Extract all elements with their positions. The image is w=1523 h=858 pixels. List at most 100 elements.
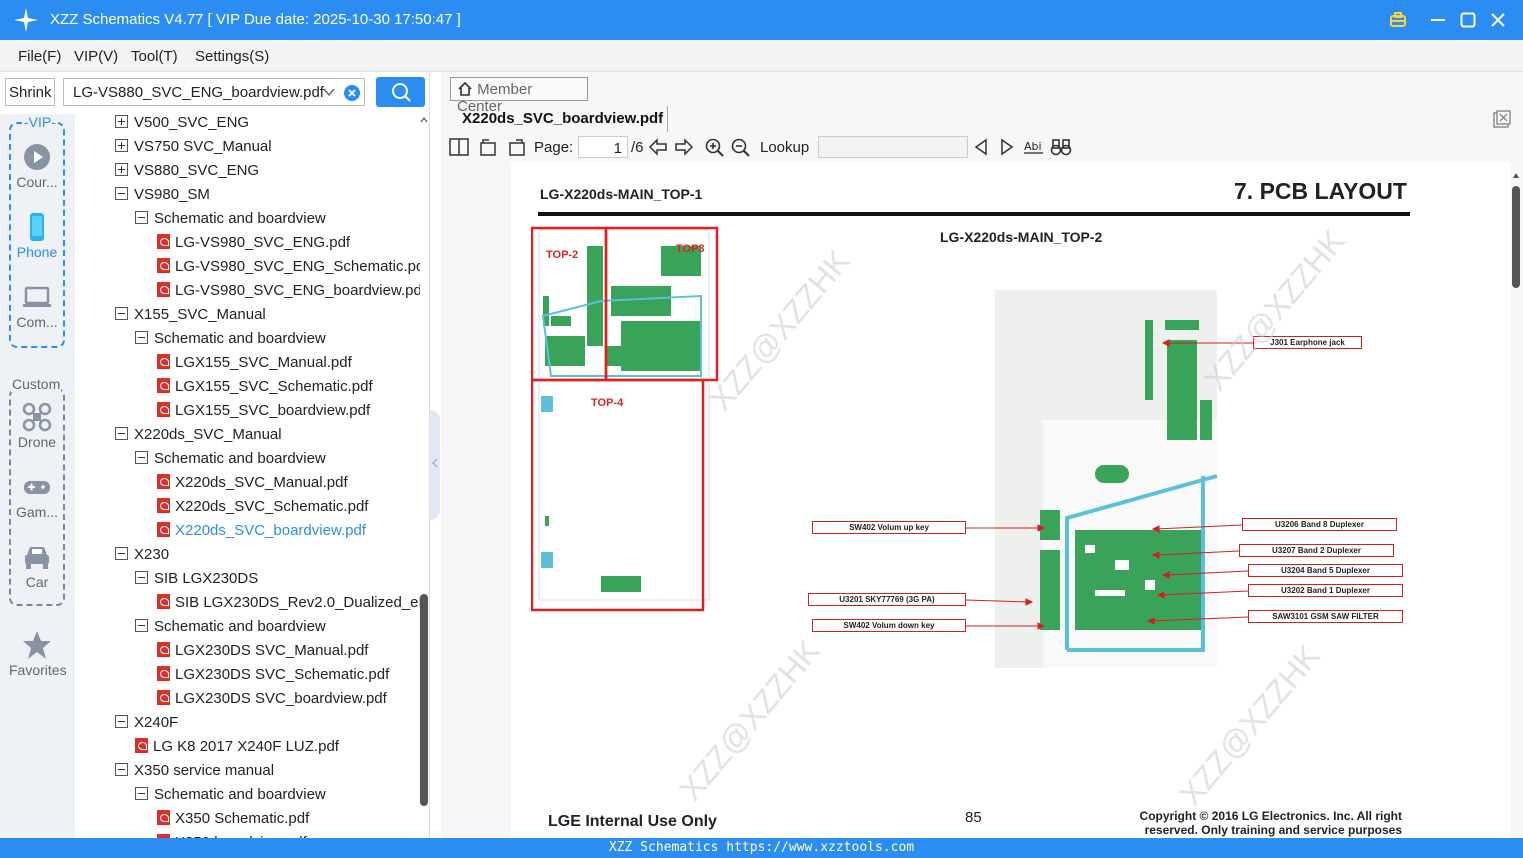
tree-file-item[interactable]: X350 boardview.pdf: [157, 834, 307, 838]
tree-folder-item[interactable]: SIB LGX230DS: [135, 570, 258, 594]
page-input[interactable]: 1: [578, 136, 628, 158]
category-computer[interactable]: Com...: [9, 282, 65, 330]
menu-file[interactable]: File(F): [18, 48, 62, 65]
tree-file-item[interactable]: LG-VS980_SVC_ENG_Schematic.pdf: [157, 258, 420, 282]
gamepad-icon: [24, 481, 50, 494]
collapse-icon[interactable]: [115, 547, 128, 560]
footer-left: LGE Internal Use Only: [548, 813, 717, 830]
tree-file-item[interactable]: LGX230DS SVC_Manual.pdf: [157, 642, 368, 666]
window-title: XZZ Schematics V4.77 [ VIP Due date: 202…: [50, 11, 461, 28]
collapse-icon[interactable]: [115, 427, 128, 440]
callout-leader-lines: [965, 339, 1253, 630]
category-favorites[interactable]: Favorites: [9, 630, 67, 678]
tree-folder-item[interactable]: VS880_SVC_ENG: [115, 162, 259, 186]
binoculars-icon[interactable]: [1050, 138, 1072, 156]
tree-scroll-thumb[interactable]: [420, 594, 428, 806]
find-prev-icon[interactable]: [973, 138, 989, 156]
collapse-icon[interactable]: [115, 307, 128, 320]
collapse-icon[interactable]: [135, 331, 148, 344]
tree-folder-item[interactable]: Schematic and boardview: [135, 450, 326, 474]
close-button[interactable]: [1484, 6, 1512, 34]
clear-icon[interactable]: [344, 85, 360, 101]
tree-file-item[interactable]: LG-VS980_SVC_ENG_boardview.pdf: [157, 282, 420, 306]
zoom-out-icon[interactable]: [731, 138, 751, 158]
tree-folder-item[interactable]: X230: [115, 546, 169, 570]
next-page-icon[interactable]: [674, 138, 694, 156]
tree-file-item[interactable]: LGX230DS SVC_Schematic.pdf: [157, 666, 389, 690]
rotate-left-icon[interactable]: [479, 138, 499, 156]
scroll-up-icon[interactable]: [420, 116, 428, 124]
scroll-up-icon[interactable]: [1512, 172, 1520, 180]
prev-page-icon[interactable]: [648, 138, 668, 156]
tree-file-item[interactable]: LGX230DS SVC_boardview.pdf: [157, 690, 387, 714]
category-label: Phone: [16, 244, 58, 260]
file-search-combo[interactable]: LG-VS880_SVC_ENG_boardview.pdf: [63, 78, 365, 106]
match-case-icon[interactable]: Abi: [1023, 138, 1045, 156]
vip-box-icon[interactable]: [1384, 6, 1412, 34]
tree-folder-item[interactable]: VS750 SVC_Manual: [115, 138, 272, 162]
expand-icon[interactable]: [115, 139, 128, 152]
collapse-arrow-icon[interactable]: [431, 458, 439, 468]
zoom-in-icon[interactable]: [705, 138, 725, 158]
document-tab[interactable]: X220ds_SVC_boardview.pdf: [450, 106, 668, 132]
tree-folder-item[interactable]: Schematic and boardview: [135, 618, 326, 642]
tree-file-item[interactable]: LGX155_SVC_boardview.pdf: [157, 402, 370, 426]
collapse-icon[interactable]: [135, 451, 148, 464]
tree-folder-item[interactable]: V500_SVC_ENG: [115, 114, 249, 138]
collapse-icon[interactable]: [135, 619, 148, 632]
tree-file-item[interactable]: LGX155_SVC_Schematic.pdf: [157, 378, 373, 402]
tree-folder-item[interactable]: X220ds_SVC_Manual: [115, 426, 282, 450]
minimize-button[interactable]: [1424, 6, 1452, 34]
category-phone[interactable]: Phone: [9, 212, 65, 260]
rotate-right-icon[interactable]: [506, 138, 526, 156]
pane-splitter[interactable]: [430, 410, 440, 520]
category-car[interactable]: Car: [9, 542, 65, 590]
collapse-icon[interactable]: [115, 715, 128, 728]
category-courses[interactable]: Cour...: [9, 142, 65, 190]
menu-settings[interactable]: Settings(S): [195, 48, 270, 65]
member-center-button[interactable]: Member Center: [450, 77, 588, 115]
tree-file-item[interactable]: X350 Schematic.pdf: [157, 810, 309, 834]
pdf-page[interactable]: LG-X220ds-MAIN_TOP-1 7. PCB LAYOUT LG-X2…: [511, 162, 1511, 838]
find-next-icon[interactable]: [999, 138, 1015, 156]
tree-file-item[interactable]: X220ds_SVC_Schematic.pdf: [157, 498, 368, 522]
expand-icon[interactable]: [115, 115, 128, 128]
collapse-icon[interactable]: [135, 571, 148, 584]
tree-folder-item[interactable]: Schematic and boardview: [135, 210, 326, 234]
tree-file-item[interactable]: X220ds_SVC_Manual.pdf: [157, 474, 348, 498]
tree-folder-item[interactable]: X350 service manual: [115, 762, 274, 786]
tree-folder-item[interactable]: VS980_SM: [115, 186, 210, 210]
collapse-icon[interactable]: [115, 763, 128, 776]
collapse-icon[interactable]: [115, 187, 128, 200]
search-button[interactable]: [376, 77, 425, 107]
menu-vip[interactable]: VIP(V): [74, 48, 119, 65]
tree-file-item[interactable]: SIB LGX230DS_Rev2.0_Dualized_eMMC: [157, 594, 420, 618]
maximize-button[interactable]: [1454, 6, 1482, 34]
close-tab-icon[interactable]: [1493, 110, 1511, 128]
tree-folder-item[interactable]: X155_SVC_Manual: [115, 306, 266, 330]
document-scrollbar[interactable]: [1510, 168, 1522, 838]
tree-file-item[interactable]: LG-VS980_SVC_ENG.pdf: [157, 234, 350, 258]
menu-tool[interactable]: Tool(T): [131, 48, 178, 65]
expand-icon[interactable]: [115, 163, 128, 176]
tree-file-item[interactable]: LGX155_SVC_Manual.pdf: [157, 354, 352, 378]
tree-scrollbar[interactable]: [419, 114, 429, 838]
category-label: Cour...: [16, 174, 58, 190]
chevron-down-icon[interactable]: [322, 85, 336, 99]
tree-folder-item[interactable]: X240F: [115, 714, 178, 738]
page-header-left: LG-X220ds-MAIN_TOP-1: [540, 186, 703, 202]
category-drone[interactable]: Drone: [9, 402, 65, 450]
category-games[interactable]: Gam...: [9, 472, 65, 520]
tree-file-item[interactable]: X220ds_SVC_boardview.pdf: [157, 522, 366, 546]
pdf-file-icon: [157, 810, 170, 825]
sidebar-toggle-icon[interactable]: [449, 138, 469, 156]
collapse-icon[interactable]: [135, 787, 148, 800]
shrink-button[interactable]: Shrink: [5, 78, 55, 106]
collapse-icon[interactable]: [135, 211, 148, 224]
tree-file-item[interactable]: LG K8 2017 X240F LUZ.pdf: [135, 738, 339, 762]
lookup-input[interactable]: [818, 136, 968, 158]
document-scroll-thumb[interactable]: [1512, 186, 1520, 288]
tree-folder-item[interactable]: Schematic and boardview: [135, 330, 326, 354]
menu-bar: File(F) VIP(V) Tool(T) Settings(S): [0, 40, 1523, 72]
tree-folder-item[interactable]: Schematic and boardview: [135, 786, 326, 810]
